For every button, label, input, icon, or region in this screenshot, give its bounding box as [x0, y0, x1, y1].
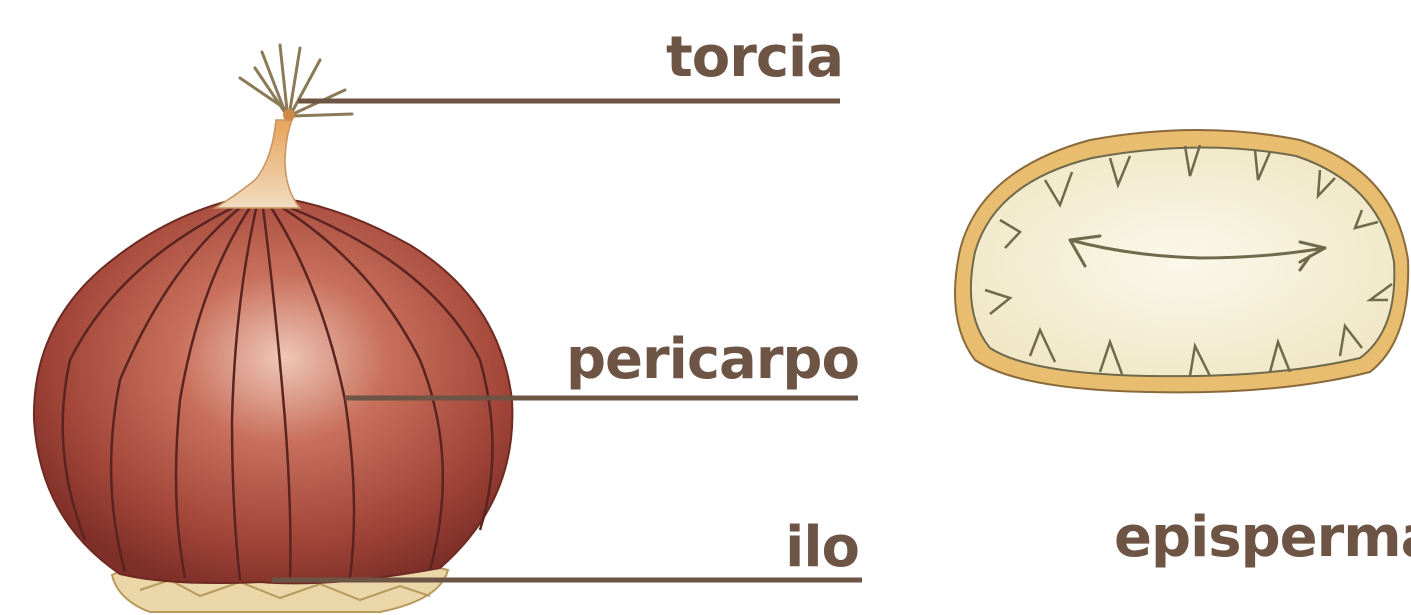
- label-ilo: ilo: [785, 520, 859, 576]
- cross-section-icon: [955, 130, 1408, 392]
- chestnut-neck: [215, 120, 300, 208]
- chestnut-icon: [34, 45, 512, 612]
- label-pericarpo: pericarpo: [566, 332, 859, 388]
- label-episperma: episperma: [1114, 510, 1411, 566]
- chestnut-body: [34, 195, 512, 583]
- torch-bristles: [240, 45, 352, 116]
- torch-base: [283, 109, 295, 121]
- label-torcia: torcia: [666, 30, 843, 86]
